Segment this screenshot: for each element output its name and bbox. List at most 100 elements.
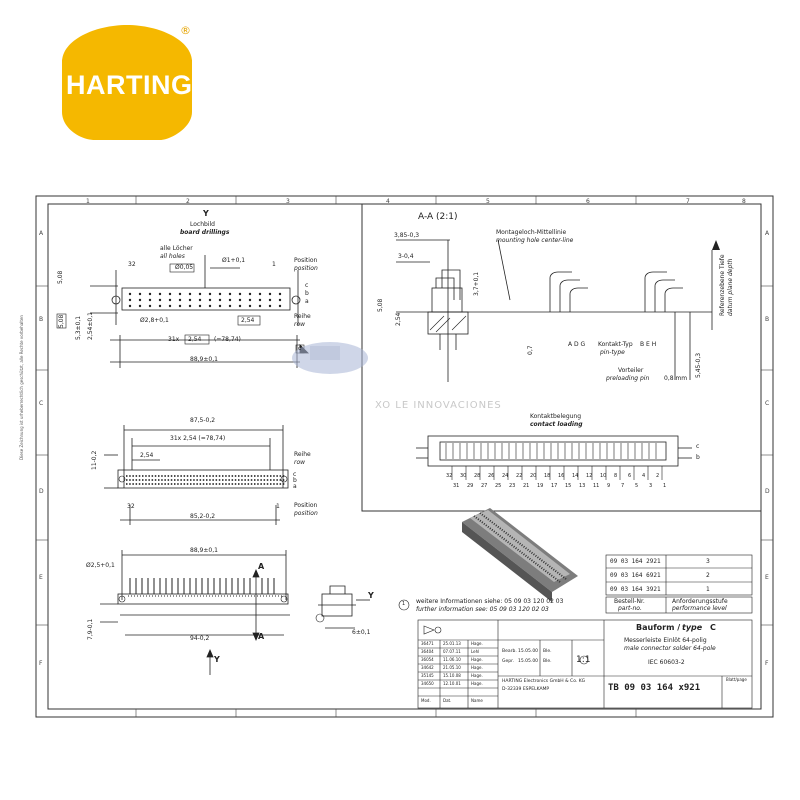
front-view-hole: Ø2,5+0,1 — [86, 562, 115, 569]
contact-number: 20 — [530, 473, 537, 479]
contact-number: 25 — [495, 483, 502, 489]
rev-row: 36054 — [421, 657, 434, 662]
front-view-width: 88,9±0,1 — [190, 547, 218, 554]
title-block — [417, 619, 753, 709]
top-pin-1: 1 — [276, 503, 280, 510]
row-label-en: row — [294, 321, 306, 328]
contact-number: 16 — [558, 473, 565, 479]
front-view-pins — [128, 578, 282, 597]
contact-number: 17 — [551, 483, 558, 489]
contact-number: 7 — [621, 483, 625, 489]
drawing-number: TB 09 03 164 x921 — [608, 683, 701, 693]
pin-1-label: 1 — [272, 261, 276, 268]
row-letter: E — [765, 574, 769, 581]
type-label: Bauform / — [636, 623, 681, 632]
top-position-label: Position — [294, 502, 318, 509]
further-info-marker: 1 — [402, 601, 406, 607]
datum-plane-label: Referenzebene Tiefe — [719, 254, 726, 316]
col-number: 2 — [186, 198, 190, 205]
rev-row: 12.10.01 — [443, 681, 461, 686]
description-en: male connector solder 64-pole — [624, 645, 716, 652]
rev-row: 35145 — [421, 673, 434, 678]
part-no-header-en: part-no. — [618, 605, 642, 612]
contact-number: 1 — [663, 483, 667, 489]
section-title: A-A (2:1) — [418, 212, 458, 222]
pitch-total: (=78,74) — [214, 336, 241, 343]
contact-number: 29 — [467, 483, 474, 489]
contact-codes-left: A D G — [568, 341, 586, 348]
datum-plane-label-en: datum plane depth — [727, 258, 734, 316]
all-holes-label: alle Löcher — [160, 245, 193, 252]
logo-text: HARTING — [66, 70, 193, 100]
col-number: 1 — [86, 198, 90, 205]
row-letter: D — [39, 488, 44, 495]
connector-side-view — [318, 585, 370, 629]
row-letter: A — [765, 230, 770, 237]
top-view-height: 11-0,2 — [91, 450, 98, 470]
mount-line-label-en: mounting hole center-line — [496, 237, 574, 244]
level-header-en: performance level — [672, 605, 727, 612]
position-label-en: position — [294, 265, 318, 272]
row-letter: B — [765, 316, 770, 323]
variant-part-1: 09 03 164 2921 — [610, 558, 661, 565]
top-row-label: Reihe — [294, 451, 311, 458]
front-view-bottom-dim: 94-0,2 — [190, 635, 210, 642]
part-no-header: Bestell-Nr. — [614, 598, 645, 605]
row-letter: D — [765, 488, 770, 495]
watermark-text: XO LE INNOVACIONES — [375, 400, 502, 411]
col-number: 6 — [586, 198, 590, 205]
contact-number: 12 — [586, 473, 593, 479]
harting-logo-icon — [62, 25, 192, 140]
row-letter: F — [765, 660, 769, 667]
contact-number: 4 — [642, 473, 646, 479]
side-view-circle-icon — [315, 613, 325, 623]
contact-number: 5 — [635, 483, 639, 489]
front-view-height: 7,9-0,1 — [87, 618, 94, 640]
contact-number: 32 — [446, 473, 453, 479]
variants-table — [605, 554, 753, 614]
top-view-pitch: 31x 2,54 (=78,74) — [170, 435, 226, 442]
contact-number: 15 — [565, 483, 572, 489]
row-letter: C — [765, 400, 770, 407]
preload-label: Vorteiler — [618, 367, 644, 374]
contact-number: 18 — [544, 473, 551, 479]
bearb-date: 15.05.00 — [518, 649, 539, 654]
section-dim-545: 5,45-0,3 — [695, 352, 702, 378]
rev-row: 36404 — [421, 649, 434, 654]
rev-row: Hage. — [471, 673, 483, 678]
rev-row: 36471 — [421, 641, 434, 646]
section-dim-385: 3,85-0,3 — [394, 232, 420, 239]
variant-part-2: 09 03 164 6921 — [610, 572, 661, 579]
rev-row: Hage. — [471, 657, 483, 662]
top-view-bottom-dim: 85,2-0,2 — [190, 513, 216, 520]
rev-row: 25.01.13 — [443, 641, 461, 646]
contact-number: 11 — [593, 483, 600, 489]
section-dim-3: 3-0,4 — [398, 253, 414, 260]
top-view-254: 2,54 — [140, 452, 154, 459]
bearb-label: Bearb. — [502, 649, 517, 654]
col-number: 5 — [486, 198, 490, 205]
hole-tolerance: Ø0,05 — [175, 264, 194, 271]
contact-number: 24 — [502, 473, 509, 479]
gepr-label: Gepr. — [502, 659, 514, 664]
contact-number: 13 — [579, 483, 586, 489]
contact-loading-subtitle: contact loading — [530, 421, 583, 428]
contact-number: 22 — [516, 473, 523, 479]
page-label: Blatt/page — [726, 677, 747, 682]
top-position-label-en: position — [294, 510, 318, 517]
variant-level-3: 1 — [706, 586, 710, 593]
scale-circle-icon — [579, 655, 589, 665]
row-letter: B — [39, 316, 44, 323]
contact-row-b: b — [696, 454, 700, 461]
col-number: 3 — [286, 198, 290, 205]
dim-53: 5,3±0,1 — [75, 315, 82, 340]
variant-level-2: 2 — [706, 572, 710, 579]
col-number: 7 — [686, 198, 690, 205]
rev-header-name: Name — [471, 698, 483, 703]
mount-line-label: Montageloch-Mittellinie — [496, 229, 567, 236]
top-row-b: b — [293, 477, 297, 484]
gepr-date: 15.05.00 — [518, 659, 539, 664]
